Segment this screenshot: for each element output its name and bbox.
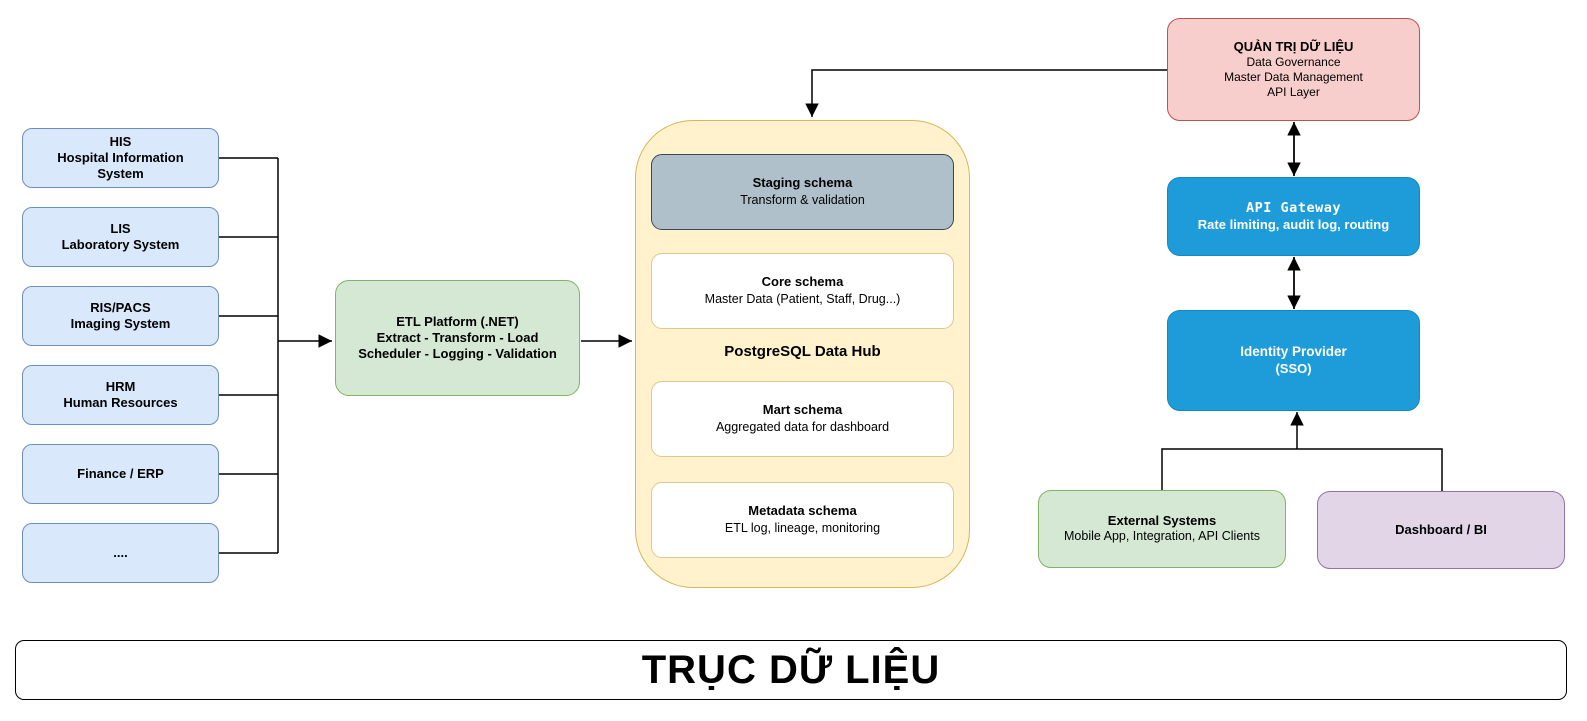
external-systems-title: External Systems [1107,513,1217,529]
node-api-gateway[interactable]: API Gateway Rate limiting, audit log, ro… [1167,177,1420,256]
node-title: HRM [105,378,136,394]
hub-label: PostgreSQL Data Hub [724,343,881,360]
governance-line: API Layer [1267,85,1320,100]
node-metadata-schema[interactable]: Metadata schema ETL log, lineage, monito… [651,482,954,558]
node-core-schema[interactable]: Core schema Master Data (Patient, Staff,… [651,253,954,329]
etl-line2: Extract - Transform - Load [376,329,539,345]
connector-clients-junction [1161,448,1443,491]
schema-title: Mart schema [762,402,843,418]
node-subtitle: Laboratory System [61,237,180,252]
api-gateway-subtitle: Rate limiting, audit log, routing [1197,216,1390,232]
node-title: .... [113,544,128,560]
governance-title: QUẢN TRỊ DỮ LIỆU [1233,38,1354,54]
identity-provider-title: Identity Provider [1240,343,1347,359]
node-data-governance[interactable]: QUẢN TRỊ DỮ LIỆU Data Governance Master … [1167,18,1420,121]
governance-line: Master Data Management [1224,70,1363,85]
node-dashboard-bi[interactable]: Dashboard / BI [1317,491,1565,569]
etl-title: ETL Platform (.NET) [396,313,519,329]
node-finance-erp[interactable]: Finance / ERP [22,444,219,504]
node-lis[interactable]: LIS Laboratory System [22,207,219,267]
node-other-sources[interactable]: .... [22,523,219,583]
node-identity-provider[interactable]: Identity Provider (SSO) [1167,310,1420,411]
node-mart-schema[interactable]: Mart schema Aggregated data for dashboar… [651,381,954,457]
node-external-systems[interactable]: External Systems Mobile App, Integration… [1038,490,1286,568]
identity-provider-subtitle: (SSO) [1275,360,1312,376]
node-ris-pacs[interactable]: RIS/PACS Imaging System [22,286,219,346]
node-title: LIS [110,220,131,236]
schema-subtitle: Transform & validation [740,193,865,208]
node-hrm[interactable]: HRM Human Resources [22,365,219,425]
node-subtitle: Hospital Information System [57,149,184,182]
node-his[interactable]: HIS Hospital Information System [22,128,219,188]
schema-title: Metadata schema [748,503,857,519]
node-title: Finance / ERP [77,465,164,481]
node-postgresql-data-hub[interactable]: Staging schema Transform & validation Co… [635,120,970,588]
api-gateway-title: API Gateway [1246,199,1341,216]
schema-subtitle: Aggregated data for dashboard [715,420,890,435]
node-title: RIS/PACS [90,299,151,315]
external-systems-subtitle: Mobile App, Integration, API Clients [1064,529,1260,544]
schema-subtitle: ETL log, lineage, monitoring [724,521,881,536]
node-title: HIS [109,133,132,149]
schema-subtitle: Master Data (Patient, Staff, Drug...) [704,292,901,307]
schema-title: Staging schema [752,175,853,191]
node-staging-schema[interactable]: Staging schema Transform & validation [651,154,954,230]
governance-line: Data Governance [1246,55,1341,70]
dashboard-bi-title: Dashboard / BI [1395,521,1487,537]
node-etl-platform[interactable]: ETL Platform (.NET) Extract - Transform … [335,280,580,396]
etl-line3: Scheduler - Logging - Validation [358,346,557,362]
node-subtitle: Human Resources [63,395,178,410]
schema-title: Core schema [761,274,844,290]
node-data-axis-titlebar[interactable]: TRỤC DỮ LIỆU [15,640,1567,700]
diagram-title: TRỤC DỮ LIỆU [641,647,941,692]
arrow-governance-to-hub [805,69,1167,117]
node-subtitle: Imaging System [70,316,171,331]
